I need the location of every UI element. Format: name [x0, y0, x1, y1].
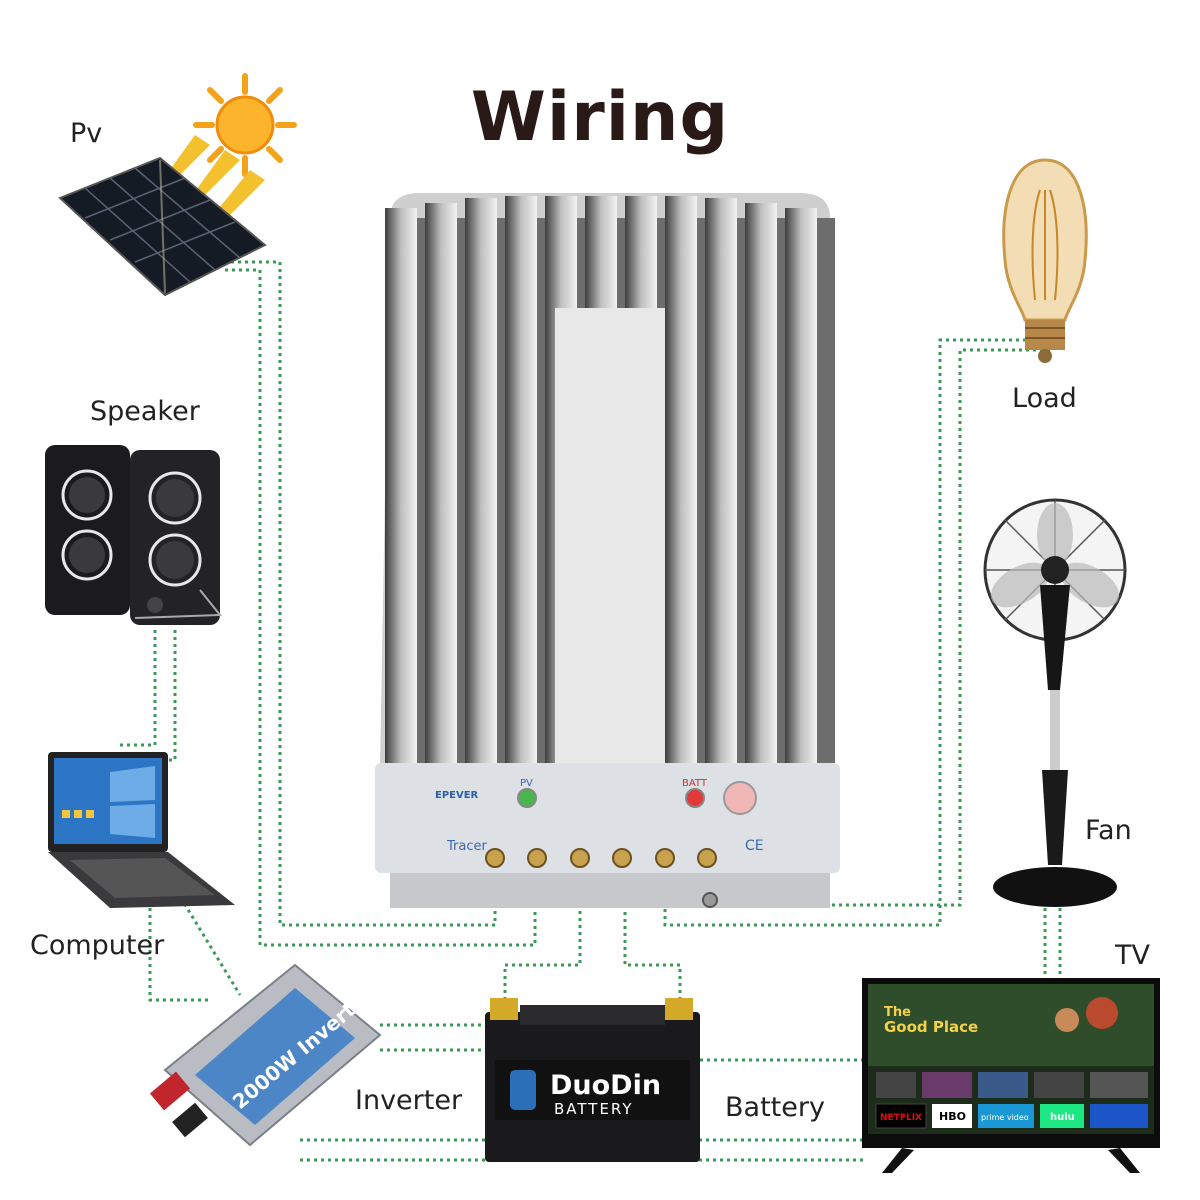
tv-icon: The Good Place NETFLIX HBO prime video h…	[862, 978, 1160, 1173]
batt-led-label: BATT	[682, 778, 708, 789]
label-battery: Battery	[725, 1092, 825, 1123]
pv-led-label: PV	[520, 778, 533, 789]
battery-subtitle: BATTERY	[554, 1100, 634, 1118]
controller-brand: EPEVER	[435, 790, 479, 801]
wire-load-2	[710, 348, 1050, 907]
label-speaker: Speaker	[90, 396, 200, 427]
controller-button[interactable]	[723, 781, 757, 815]
batt-led-icon	[685, 788, 705, 808]
tv-app-prime: prime video	[981, 1113, 1029, 1122]
fan-icon	[983, 498, 1127, 907]
label-pv: Pv	[70, 118, 103, 149]
label-inverter: Inverter	[355, 1085, 463, 1116]
label-fan: Fan	[1085, 815, 1132, 846]
controller-model: Tracer	[446, 839, 487, 854]
wire-pv-2	[225, 268, 537, 947]
battery-brand: DuoDin	[550, 1070, 661, 1101]
pv-led-icon	[517, 788, 537, 808]
tv-show-title-2: Good Place	[884, 1018, 978, 1036]
label-tv: TV	[1115, 940, 1150, 971]
solar-panel-icon	[58, 156, 267, 297]
speaker-icon	[45, 445, 223, 625]
ce-mark: CE	[745, 838, 764, 854]
controller-terminals	[485, 848, 717, 868]
tv-app-hulu: hulu	[1050, 1112, 1075, 1123]
wire-computer-1	[148, 880, 210, 1002]
page-title: Wiring	[470, 78, 730, 157]
wire-speaker-1	[120, 630, 157, 747]
sun-icon	[193, 73, 297, 177]
battery-icon: DuoDin BATTERY	[485, 998, 700, 1162]
label-computer: Computer	[30, 930, 165, 961]
wire-speaker-2	[155, 630, 177, 762]
laptop-icon	[48, 752, 235, 908]
ground-screw-icon	[702, 892, 718, 908]
wire-battery-1	[503, 870, 582, 1000]
label-load: Load	[1012, 383, 1077, 414]
tv-app-hbo: HBO	[939, 1110, 966, 1123]
light-bulb-icon	[1002, 158, 1088, 363]
inverter-icon: 2000W Inverter	[149, 963, 382, 1147]
charge-controller: EPEVER Tracer PV BATT CE	[375, 193, 840, 908]
tv-show-title-1: The	[884, 1005, 911, 1020]
tv-app-netflix: NETFLIX	[880, 1113, 922, 1123]
